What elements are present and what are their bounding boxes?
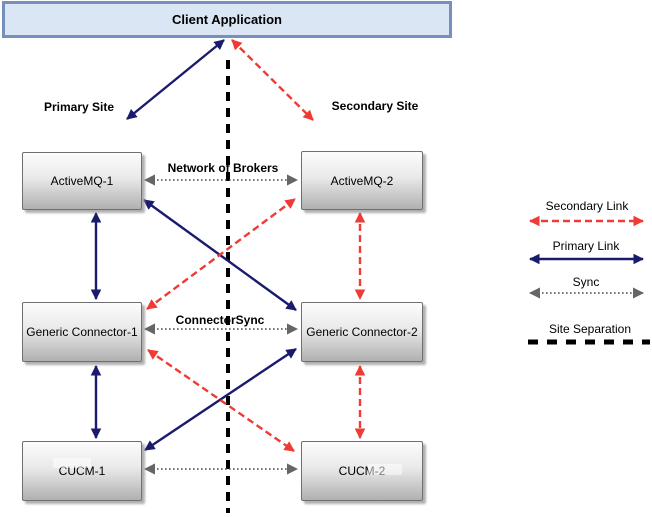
edge-client-secondary-site bbox=[231, 39, 314, 121]
network-of-brokers-label: Network of Brokers bbox=[167, 161, 279, 175]
label-highlight bbox=[368, 464, 402, 475]
primary-site-label: Primary Site bbox=[43, 100, 115, 114]
node-activemq-2: ActiveMQ-2 bbox=[301, 151, 423, 210]
legend-secondary-link-label: Secondary Link bbox=[545, 199, 629, 213]
node-generic-connector-2: Generic Connector-2 bbox=[301, 302, 423, 362]
edge-client-primary-site bbox=[126, 39, 225, 120]
node-cucm-1: CUCM-1 bbox=[22, 441, 142, 501]
label-highlight bbox=[53, 458, 91, 468]
node-activemq-1: ActiveMQ-1 bbox=[22, 152, 142, 210]
legend-site-separation-label: Site Separation bbox=[548, 322, 632, 336]
node-generic-connector-1-label: Generic Connector-1 bbox=[26, 325, 138, 339]
edge-genericconnector1-cucm2 bbox=[147, 349, 295, 452]
client-application-label: Client Application bbox=[171, 12, 283, 27]
legend-primary-link-label: Primary Link bbox=[552, 239, 620, 253]
node-generic-connector-1: Generic Connector-1 bbox=[22, 302, 142, 362]
connector-sync-label: ConnectorSync bbox=[175, 313, 265, 327]
secondary-site-label: Secondary Site bbox=[331, 99, 419, 113]
legend-sync-label: Sync bbox=[572, 275, 600, 289]
client-application-box: Client Application bbox=[2, 1, 452, 38]
node-cucm-2: CUCM-2 bbox=[301, 441, 423, 501]
node-generic-connector-2-label: Generic Connector-2 bbox=[306, 325, 418, 339]
edge-genericconnector1-activemq2 bbox=[146, 198, 296, 310]
node-activemq-2-label: ActiveMQ-2 bbox=[330, 173, 394, 188]
node-activemq-1-label: ActiveMQ-1 bbox=[50, 174, 114, 188]
